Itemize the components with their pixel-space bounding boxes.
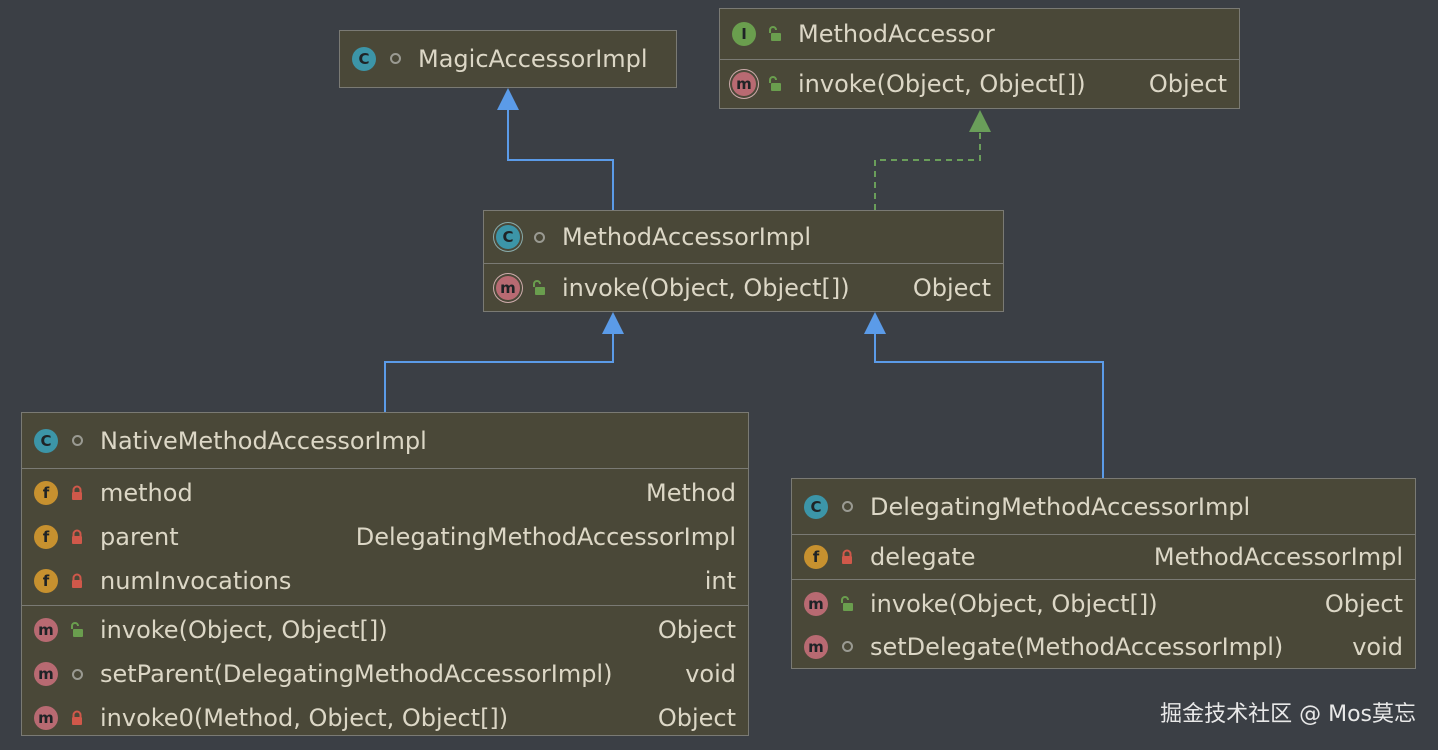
- method-icon: m: [804, 591, 828, 616]
- method-name: invoke0(Method, Object, Object[]): [100, 704, 509, 732]
- field-type: MethodAccessorImpl: [1153, 543, 1403, 571]
- public-icon: [530, 279, 548, 296]
- implements-line-methodaccessor: [874, 130, 981, 210]
- method-row[interactable]: m setDelegate(MethodAccessorImpl) void: [792, 625, 1415, 668]
- method-return-type: Object: [1148, 70, 1227, 98]
- public-icon: [766, 76, 784, 92]
- class-icon: C: [34, 428, 58, 453]
- fields-section: f method Method f parent DelegatingMetho…: [22, 469, 748, 606]
- field-row[interactable]: f numInvocations int: [22, 559, 748, 603]
- class-icon: C: [804, 494, 828, 519]
- class-header: C NativeMethodAccessorImpl: [22, 413, 748, 469]
- public-icon: [68, 622, 86, 638]
- interface-icon: I: [732, 22, 756, 46]
- methods-section: m invoke(Object, Object[]) Object m setD…: [792, 580, 1415, 670]
- class-header: C DelegatingMethodAccessorImpl: [792, 479, 1415, 535]
- field-row[interactable]: f parent DelegatingMethodAccessorImpl: [22, 515, 748, 559]
- extends-arrowhead-magic: [497, 88, 519, 110]
- public-icon: [766, 26, 784, 42]
- field-icon: f: [34, 525, 58, 549]
- public-icon: [838, 595, 856, 612]
- field-name: parent: [100, 523, 179, 551]
- method-icon: m: [34, 662, 58, 686]
- class-name: MagicAccessorImpl: [418, 44, 648, 73]
- method-name: invoke(Object, Object[]): [100, 616, 388, 644]
- methods-section: m invoke(Object, Object[]) Object: [720, 60, 1239, 108]
- method-row[interactable]: m setParent(DelegatingMethodAccessorImpl…: [22, 652, 748, 696]
- method-return-type: Object: [1324, 589, 1403, 618]
- class-header: C MethodAccessorImpl: [484, 211, 1003, 264]
- class-box-methodaccessorimpl[interactable]: C MethodAccessorImpl m invoke(Object, Ob…: [483, 210, 1004, 312]
- method-name: invoke(Object, Object[]): [798, 70, 1086, 98]
- field-icon: f: [34, 481, 58, 505]
- method-icon: m: [732, 72, 756, 96]
- extends-line-delegating: [874, 334, 1104, 478]
- class-header: I MethodAccessor: [720, 9, 1239, 60]
- method-row[interactable]: m invoke(Object, Object[]) Object: [22, 608, 748, 652]
- package-icon: [838, 501, 856, 512]
- method-return-type: void: [685, 660, 736, 688]
- field-name: delegate: [870, 543, 976, 571]
- method-icon: m: [34, 706, 58, 730]
- extends-line-methodaccessorimpl-magic: [507, 108, 614, 210]
- method-row[interactable]: m invoke(Object, Object[]) Object: [792, 582, 1415, 625]
- private-icon: [68, 710, 86, 726]
- extends-arrowhead-native: [602, 312, 624, 334]
- extends-line-native: [384, 334, 614, 412]
- field-name: numInvocations: [100, 567, 292, 595]
- class-box-nativemethodaccessorimpl[interactable]: C NativeMethodAccessorImpl f method Meth…: [21, 412, 749, 736]
- package-icon: [68, 669, 86, 680]
- watermark: 掘金技术社区 @ Mos莫忘: [1160, 702, 1416, 727]
- class-box-methodaccessor[interactable]: I MethodAccessor m invoke(Object, Object…: [719, 8, 1240, 109]
- method-return-type: Object: [657, 704, 736, 732]
- field-row[interactable]: f method Method: [22, 471, 748, 515]
- class-header: C MagicAccessorImpl: [340, 31, 676, 86]
- class-name: DelegatingMethodAccessorImpl: [870, 492, 1251, 521]
- field-name: method: [100, 479, 193, 507]
- method-row[interactable]: m invoke(Object, Object[]) Object: [720, 60, 1239, 108]
- class-box-delegatingmethodaccessorimpl[interactable]: C DelegatingMethodAccessorImpl f delegat…: [791, 478, 1416, 669]
- method-row[interactable]: m invoke(Object, Object[]) Object: [484, 264, 1003, 311]
- class-name: MethodAccessorImpl: [562, 223, 812, 251]
- field-icon: f: [804, 545, 828, 569]
- method-icon: m: [496, 275, 520, 300]
- class-box-magicaccessorimpl[interactable]: C MagicAccessorImpl: [339, 30, 677, 88]
- private-icon: [68, 573, 86, 589]
- field-row[interactable]: f delegate MethodAccessorImpl: [792, 535, 1415, 579]
- methods-section: m invoke(Object, Object[]) Object: [484, 264, 1003, 311]
- class-icon: C: [496, 225, 520, 249]
- method-return-type: Object: [912, 273, 991, 302]
- field-type: DelegatingMethodAccessorImpl: [355, 523, 736, 551]
- package-icon: [68, 435, 86, 446]
- private-icon: [68, 485, 86, 501]
- method-name: invoke(Object, Object[]): [562, 273, 850, 302]
- package-icon: [838, 641, 856, 652]
- class-icon: C: [352, 46, 376, 71]
- field-icon: f: [34, 569, 58, 593]
- method-icon: m: [34, 618, 58, 642]
- method-return-type: void: [1352, 632, 1403, 661]
- implements-arrowhead-methodaccessor: [969, 110, 991, 132]
- method-name: setParent(DelegatingMethodAccessorImpl): [100, 660, 613, 688]
- method-row[interactable]: m invoke0(Method, Object, Object[]) Obje…: [22, 696, 748, 740]
- field-type: int: [704, 567, 736, 595]
- private-icon: [68, 529, 86, 545]
- method-name: setDelegate(MethodAccessorImpl): [870, 632, 1284, 661]
- method-icon: m: [804, 634, 828, 659]
- class-name: MethodAccessor: [798, 20, 995, 48]
- fields-section: f delegate MethodAccessorImpl: [792, 535, 1415, 580]
- package-icon: [386, 53, 404, 64]
- methods-section: m invoke(Object, Object[]) Object m setP…: [22, 606, 748, 742]
- private-icon: [838, 549, 856, 565]
- field-type: Method: [645, 479, 736, 507]
- class-name: NativeMethodAccessorImpl: [100, 426, 427, 455]
- package-icon: [530, 232, 548, 243]
- method-return-type: Object: [657, 616, 736, 644]
- method-name: invoke(Object, Object[]): [870, 589, 1158, 618]
- extends-arrowhead-delegating: [864, 312, 886, 334]
